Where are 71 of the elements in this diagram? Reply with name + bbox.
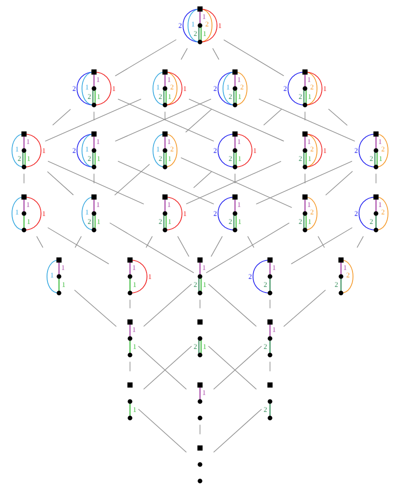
hasse-line — [48, 160, 144, 204]
graph-drawing — [178, 6, 222, 44]
graph-drawing — [152, 131, 178, 170]
hasse-line — [186, 160, 282, 204]
graph-drawing — [214, 69, 248, 108]
graph-drawing — [82, 194, 100, 232]
graph-drawing — [354, 131, 388, 170]
hasse-line — [263, 108, 282, 126]
graph-drawing — [72, 69, 116, 108]
hasse-line — [213, 408, 262, 453]
graph-drawing — [264, 382, 273, 420]
hasse-line — [210, 236, 223, 257]
hasse-line — [256, 160, 352, 204]
graph-drawing — [12, 194, 46, 232]
hasse-line — [114, 164, 150, 196]
hasse-line — [212, 48, 220, 60]
hasse-line — [304, 111, 306, 121]
hasse-line — [74, 290, 117, 327]
hasse-line — [47, 227, 110, 264]
graph-drawing — [214, 194, 241, 232]
graph-drawing — [298, 194, 318, 232]
hasse-line — [114, 39, 177, 76]
hasse-line — [208, 284, 257, 327]
hasse-line — [164, 111, 166, 121]
graph-drawing — [334, 257, 354, 296]
hasse-line — [44, 98, 142, 142]
graph-drawing — [248, 257, 276, 296]
hasse-line — [180, 48, 188, 60]
hasse-line — [47, 171, 74, 196]
hasse-line — [52, 108, 71, 126]
graph-drawing — [152, 69, 186, 108]
hasse-line — [325, 170, 353, 196]
graph-drawing — [46, 257, 65, 296]
graph-drawing — [127, 382, 136, 420]
hasse-line — [138, 408, 187, 453]
hasse-line — [188, 98, 284, 142]
hasse-line — [193, 171, 212, 188]
graph-drawing — [214, 131, 256, 170]
graph-drawing — [158, 194, 186, 232]
hasse-line — [234, 173, 236, 184]
graph-drawing — [354, 194, 388, 232]
hasse-line — [223, 39, 284, 76]
hasse-line — [74, 236, 82, 248]
hasse-line — [356, 236, 364, 248]
hasse-line — [177, 236, 190, 257]
hasse-line — [290, 227, 353, 264]
hasse-line — [328, 108, 348, 126]
hasse-line — [146, 236, 153, 248]
hasse-line — [283, 290, 326, 327]
hasse-line — [304, 173, 306, 184]
graph-drawing — [284, 69, 326, 108]
graph-drawing — [127, 319, 136, 358]
hasse-line — [118, 160, 214, 204]
hasse-line — [180, 157, 292, 208]
hasse-line — [185, 108, 212, 133]
hasse-line — [143, 284, 192, 327]
hasse-line — [247, 236, 254, 248]
graph-drawing — [194, 319, 206, 358]
graph-drawing — [72, 131, 100, 170]
hasse-line — [36, 236, 44, 248]
graph-drawing — [264, 319, 276, 358]
hasse-line — [206, 222, 290, 274]
hasse-line — [109, 222, 194, 274]
graph-drawing — [197, 445, 203, 484]
hasse-line — [258, 98, 356, 142]
hasse-line — [318, 236, 325, 248]
graph-drawing — [298, 131, 326, 170]
graph-drawing — [194, 257, 206, 296]
graph-drawing — [127, 257, 152, 296]
graph-drawing — [12, 131, 46, 170]
graph-drawing — [197, 382, 206, 420]
